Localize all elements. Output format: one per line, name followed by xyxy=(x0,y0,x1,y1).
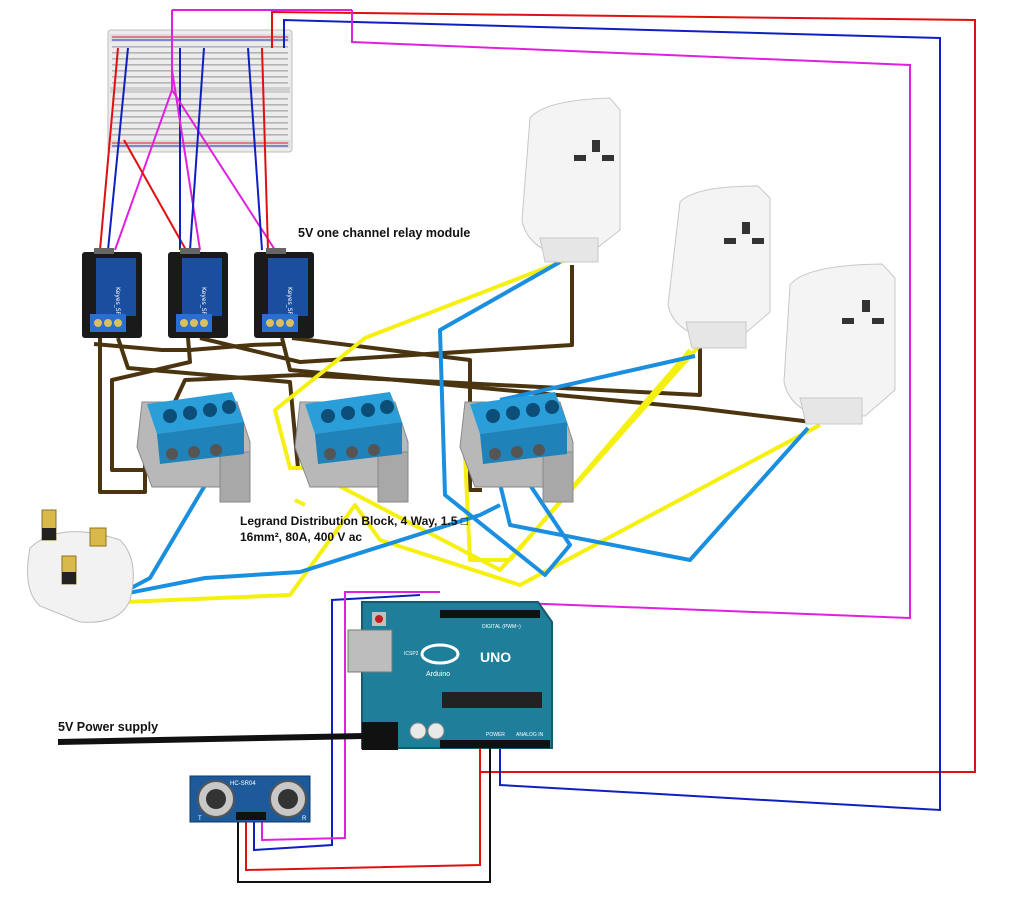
socket-adapter-2 xyxy=(667,185,771,349)
wire-blue-gnd xyxy=(283,18,941,812)
sensor-wires xyxy=(237,591,491,883)
arduino-analog-text: ANALOG IN xyxy=(516,732,544,738)
breadboard-relay-wires xyxy=(99,10,276,251)
relay-module-1: Keyes_SRly xyxy=(82,248,142,338)
wire-magenta-signal xyxy=(351,10,911,620)
relay-module-3: Keyes_SRly xyxy=(254,248,314,338)
uk-mains-plug xyxy=(27,509,134,623)
distribution-block-label-line2: 16mm², 80A, 400 V ac xyxy=(240,530,362,544)
sensor-r-text: R xyxy=(302,816,307,822)
arduino-uno-board: UNO Arduino DIGITAL (PWM~) ICSP2 POWER A… xyxy=(347,601,553,750)
power-supply-label: 5V Power supply xyxy=(58,720,158,734)
relay-brand-text: Keyes_SRly xyxy=(114,287,121,321)
arduino-logo-text: UNO xyxy=(480,649,511,665)
sensor-model-text: HC-SR04 xyxy=(230,781,256,787)
distribution-block-2 xyxy=(294,392,409,503)
distribution-block-3 xyxy=(459,392,574,503)
distribution-block-label-line1: Legrand Distribution Block, 4 Way, 1.5 □ xyxy=(240,514,468,528)
relay-brand-text: Keyes_SRly xyxy=(200,287,207,321)
socket-adapter-3 xyxy=(783,263,896,425)
arduino-brand-text: Arduino xyxy=(426,671,450,678)
breadboard xyxy=(107,29,293,153)
arduino-power-text: POWER xyxy=(486,732,505,738)
relay-brand-text: Keyes_SRly xyxy=(286,287,293,321)
arduino-icsp-text: ICSP2 xyxy=(404,651,419,657)
relay-module-2: Keyes_SRly xyxy=(168,248,228,338)
ultrasonic-sensor-hc-sr04: HC-SR04 T R xyxy=(189,775,311,823)
distribution-block-1 xyxy=(136,392,251,503)
power-supply-cable xyxy=(57,733,365,745)
arduino-digital-text: DIGITAL (PWM~) xyxy=(482,624,521,630)
socket-adapter-1 xyxy=(521,97,621,263)
relay-module-label: 5V one channel relay module xyxy=(298,226,470,240)
sensor-t-text: T xyxy=(198,816,202,822)
